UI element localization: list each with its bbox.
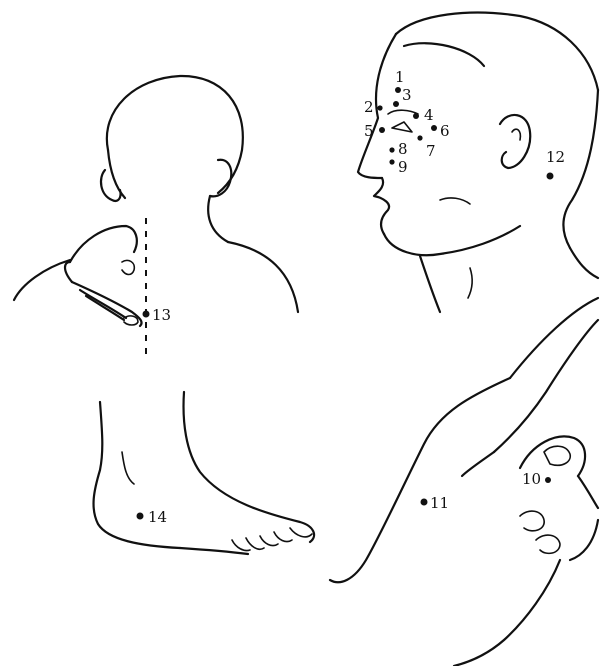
side-lips <box>374 178 389 234</box>
side-neck-front <box>420 256 440 312</box>
pinch-finger-1 <box>520 511 544 531</box>
hand-fingertip <box>124 316 138 325</box>
point-12-dot <box>547 173 554 180</box>
side-eyebrow <box>388 110 418 114</box>
side-hair-outline <box>396 13 598 90</box>
back-head-left-cheek <box>108 150 125 198</box>
hand-thumb <box>122 260 134 274</box>
point-3-dot <box>393 101 399 107</box>
index-finger-top <box>510 298 598 378</box>
point-1-dot <box>395 87 401 93</box>
hand-back-outline <box>70 226 137 262</box>
point-2-label: 2 <box>364 98 374 116</box>
index-finger-bottom <box>494 320 598 452</box>
point-6-dot <box>431 125 437 131</box>
foot-figure <box>94 392 315 554</box>
hand-finger-3 <box>86 296 124 320</box>
toe-3 <box>260 536 278 546</box>
point-7-label: 7 <box>426 142 436 160</box>
side-neck-detail <box>468 268 472 298</box>
point-4-dot <box>413 113 419 119</box>
back-neck-right <box>208 196 228 242</box>
side-eye <box>392 122 412 132</box>
point-5-label: 5 <box>364 122 374 140</box>
back-right-shoulder <box>228 242 298 312</box>
hand-finger-1 <box>72 282 142 326</box>
foot-instep <box>184 392 315 542</box>
point-14-dot <box>137 513 144 520</box>
point-13-label: 13 <box>152 306 171 324</box>
point-7-dot <box>417 135 422 140</box>
point-5-dot <box>379 127 385 133</box>
pinching-fingers <box>578 476 598 508</box>
toe-4 <box>274 532 292 542</box>
side-ear-inner <box>512 129 520 140</box>
pressing-hand <box>65 226 142 326</box>
wrist-lower <box>454 560 560 666</box>
side-back-of-head <box>563 90 598 248</box>
point-11-label: 11 <box>430 494 449 512</box>
back-left-shoulder <box>14 260 70 300</box>
side-cheek-line <box>440 198 470 204</box>
point-9-dot <box>389 159 394 164</box>
hand-knuckles <box>65 262 72 282</box>
wrist-upper <box>570 520 598 560</box>
point-6-label: 6 <box>440 122 450 140</box>
hand-left-edge <box>330 378 510 582</box>
point-10-label: 10 <box>522 470 541 488</box>
point-2-dot <box>377 105 382 110</box>
foot-heel-leg <box>94 402 180 548</box>
point-11-dot <box>421 499 428 506</box>
side-neck-back <box>570 248 598 278</box>
point-4-label: 4 <box>424 106 434 124</box>
point-3-label: 3 <box>402 86 412 104</box>
point-12-label: 12 <box>546 148 565 166</box>
point-1-label: 1 <box>395 68 405 86</box>
pointing-hand <box>330 298 598 666</box>
point-14-label: 14 <box>148 508 167 526</box>
side-hairline <box>404 43 484 66</box>
acupoint-markers: 1 2 3 4 5 6 7 8 9 10 11 12 13 14 <box>137 68 566 526</box>
back-head-outline <box>107 76 243 193</box>
point-10-dot <box>545 477 551 483</box>
side-ear <box>500 115 530 168</box>
thumb-outline <box>462 452 494 476</box>
foot-sole <box>180 548 248 554</box>
foot-ankle <box>122 452 134 484</box>
side-jaw <box>384 226 520 255</box>
point-8-label: 8 <box>398 140 408 158</box>
point-13-dot <box>143 311 150 318</box>
pinch-finger-2 <box>536 535 560 553</box>
thumbnail <box>544 446 570 465</box>
point-9-label: 9 <box>398 158 408 176</box>
point-8-dot <box>389 147 394 152</box>
toe-5 <box>290 528 312 537</box>
